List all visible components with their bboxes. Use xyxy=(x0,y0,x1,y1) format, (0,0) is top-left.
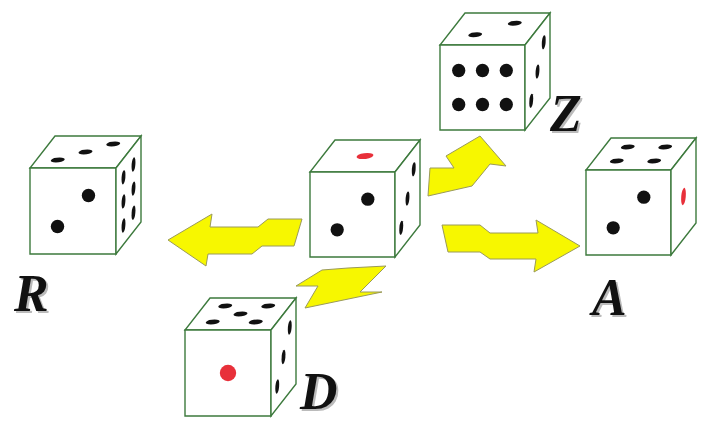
pip xyxy=(132,155,136,173)
face-outline xyxy=(671,138,696,255)
pip xyxy=(51,220,64,233)
pip xyxy=(646,159,663,164)
pip xyxy=(467,32,484,37)
die xyxy=(440,13,550,130)
pip xyxy=(476,98,489,111)
pip xyxy=(607,221,620,234)
front-face xyxy=(185,330,271,416)
pip xyxy=(399,219,403,237)
die-letter: D xyxy=(300,366,338,418)
face-outline xyxy=(586,170,671,255)
pip xyxy=(232,312,249,317)
pip xyxy=(452,64,465,77)
face-outline xyxy=(185,330,271,416)
face-outline xyxy=(30,168,116,254)
pip xyxy=(406,189,410,207)
pip xyxy=(105,142,122,147)
pip xyxy=(49,158,66,163)
pip xyxy=(260,304,277,309)
pip xyxy=(288,318,292,336)
pip xyxy=(82,189,95,202)
die-letter: A xyxy=(592,272,627,324)
yellow-arrow xyxy=(442,220,580,272)
pip xyxy=(217,304,234,309)
pip xyxy=(529,92,533,110)
pip xyxy=(247,320,264,325)
pip xyxy=(500,98,513,111)
face-outline xyxy=(271,298,296,416)
right-face xyxy=(395,140,420,257)
face-outline xyxy=(310,172,395,257)
face-outline xyxy=(116,136,141,254)
pip xyxy=(657,144,674,149)
pip xyxy=(542,33,546,51)
pip xyxy=(476,64,489,77)
pip xyxy=(536,62,540,80)
pip xyxy=(275,377,279,395)
pip xyxy=(500,64,513,77)
pip xyxy=(132,179,136,197)
pip xyxy=(619,144,636,149)
die-letter: R xyxy=(14,268,49,320)
yellow-arrow xyxy=(296,266,386,308)
pip xyxy=(331,223,344,236)
yellow-arrow xyxy=(168,214,302,266)
pip xyxy=(282,348,286,366)
pip xyxy=(681,185,686,207)
pip xyxy=(220,365,236,381)
pip xyxy=(355,153,376,159)
front-face xyxy=(586,170,671,255)
die xyxy=(586,138,696,255)
face-outline xyxy=(440,45,525,130)
right-face xyxy=(271,298,296,416)
die xyxy=(30,136,141,254)
pip xyxy=(412,160,416,178)
pip xyxy=(77,150,94,155)
right-face xyxy=(116,136,141,254)
pip xyxy=(122,168,126,186)
pip xyxy=(361,193,374,206)
front-face xyxy=(310,172,395,257)
face-outline xyxy=(525,13,550,130)
pip xyxy=(122,216,126,234)
pip xyxy=(122,192,126,210)
right-face xyxy=(671,138,696,255)
pip xyxy=(608,159,625,164)
die xyxy=(310,140,420,257)
front-face xyxy=(30,168,116,254)
die-letter: Z xyxy=(550,88,582,140)
pip xyxy=(506,21,523,26)
face-outline xyxy=(395,140,420,257)
front-face xyxy=(440,45,525,130)
pip xyxy=(204,320,221,325)
pip xyxy=(132,203,136,221)
right-face xyxy=(525,13,550,130)
pip xyxy=(452,98,465,111)
yellow-arrow xyxy=(428,136,506,196)
die xyxy=(185,298,296,416)
pip xyxy=(637,191,650,204)
